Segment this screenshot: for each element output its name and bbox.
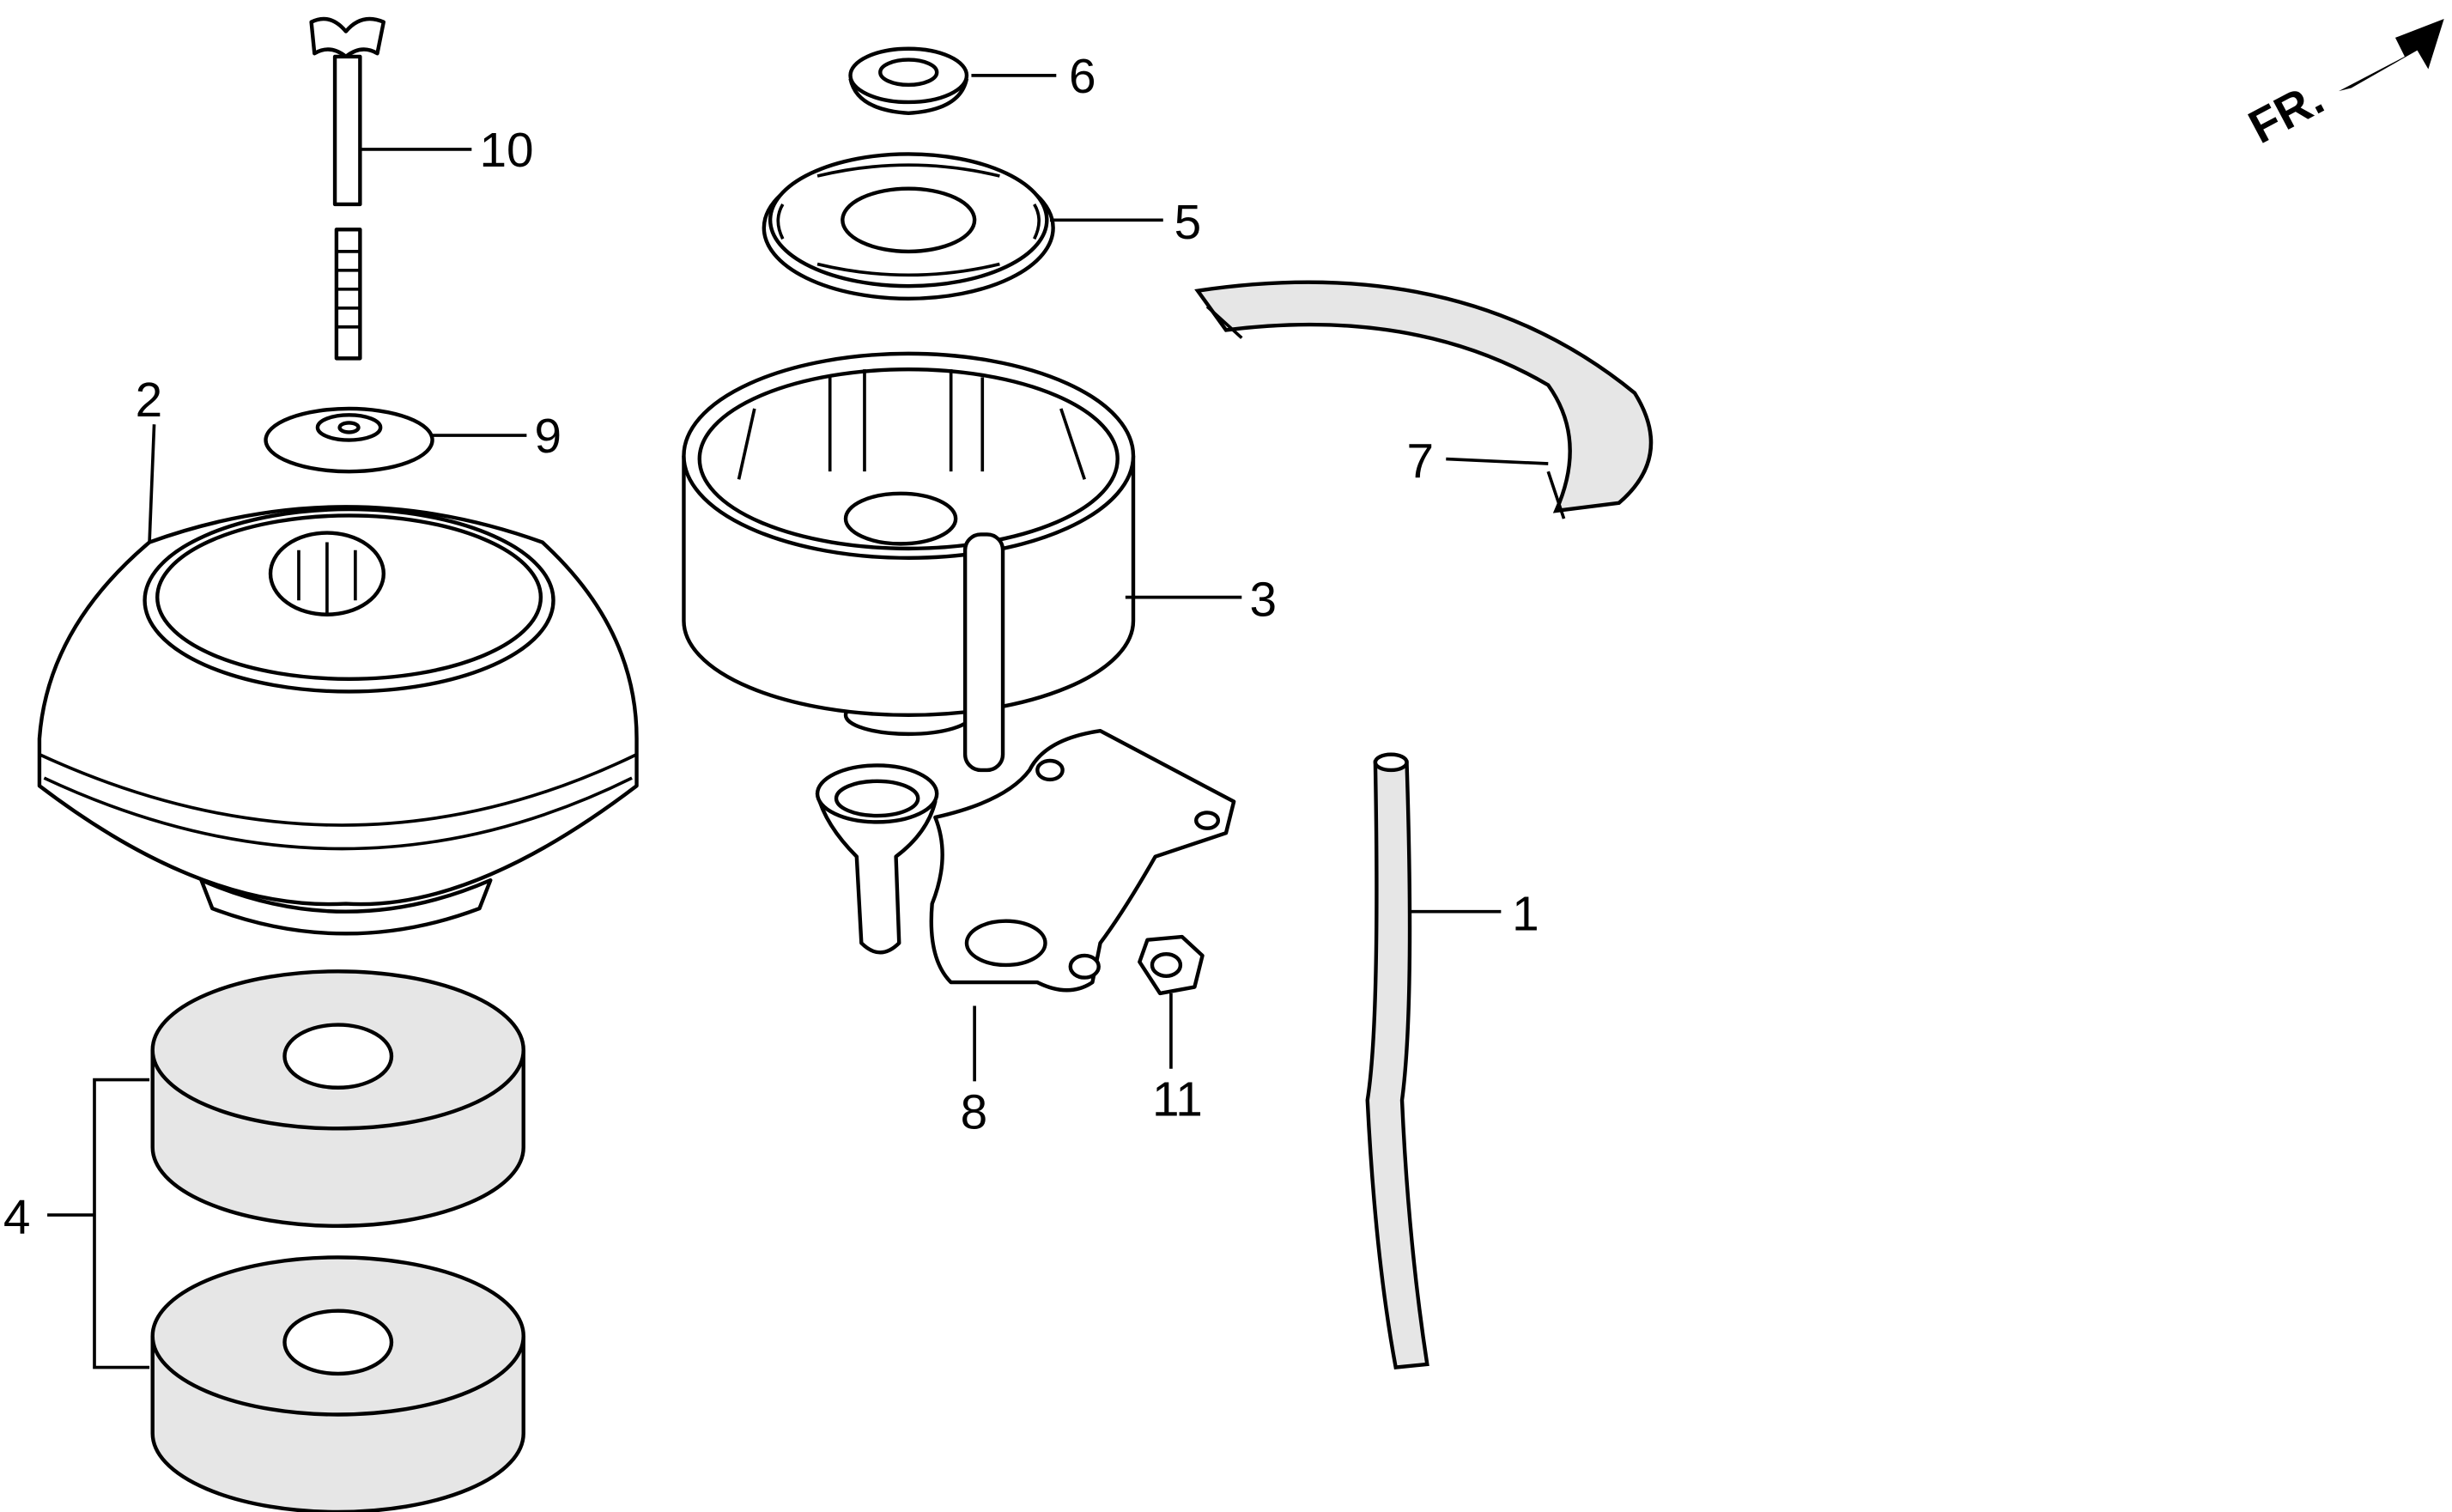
part-6-grommet (848, 46, 969, 115)
callout-9: 9 (535, 410, 562, 464)
callout-3: 3 (1249, 574, 1277, 628)
part-1-tube (1365, 752, 1429, 1369)
callout-4: 4 (3, 1191, 31, 1245)
leader-4-bracket (47, 1078, 150, 1369)
part-10-wing-bolt (309, 16, 386, 361)
front-label: FR. (2240, 71, 2332, 154)
leader-7 (1446, 457, 1549, 465)
front-direction-indicator: FR. (2240, 18, 2444, 154)
part-3-case (682, 351, 1136, 773)
part-2-cover (37, 505, 639, 936)
front-arrow-icon (2339, 18, 2444, 92)
callout-1: 1 (1512, 888, 1539, 942)
callout-8: 8 (961, 1085, 988, 1139)
callout-11: 11 (1152, 1073, 1203, 1127)
callout-10: 10 (479, 124, 533, 178)
part-4-foam-elements (150, 969, 525, 1512)
part-8-elbow (815, 729, 1236, 993)
leader-2 (148, 424, 156, 543)
callout-5: 5 (1174, 196, 1202, 250)
part-5-grid (762, 152, 1055, 301)
callout-6: 6 (1069, 50, 1096, 104)
part-9-washer (264, 406, 434, 474)
callout-2: 2 (136, 373, 163, 428)
part-7-seal (1194, 280, 1654, 519)
part-11-nut (1138, 934, 1205, 996)
callout-7: 7 (1407, 434, 1435, 489)
